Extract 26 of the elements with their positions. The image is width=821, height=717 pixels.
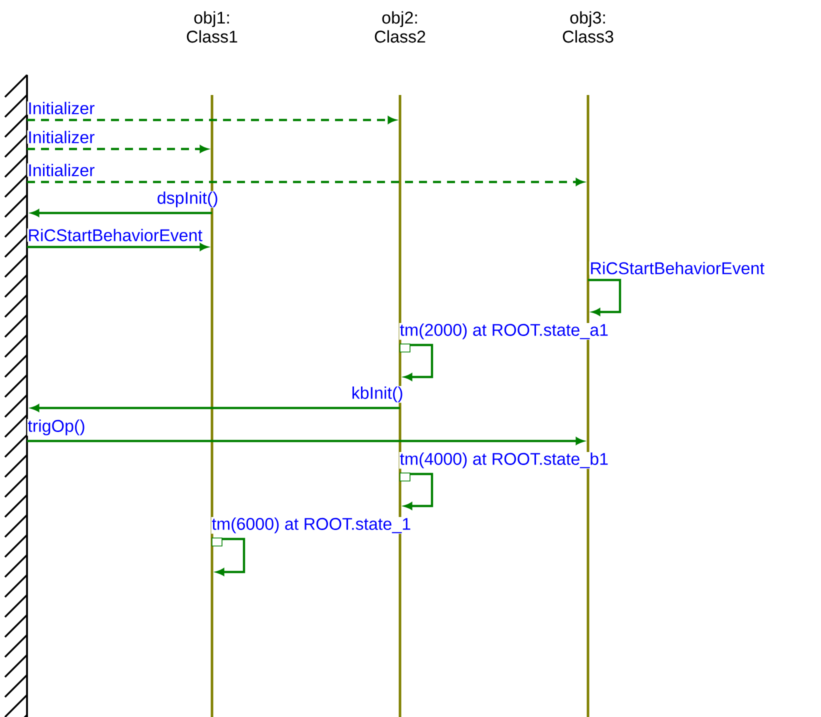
environment-border [4, 74, 28, 717]
message-label: Initializer [29, 164, 94, 176]
message-arrow [588, 278, 622, 316]
message-arrow [31, 209, 212, 217]
message-arrow [27, 243, 208, 251]
object-header: obj2: Class2 [374, 11, 426, 43]
message-arrow [31, 404, 400, 412]
message-label: kbInit() [352, 386, 402, 402]
message-label: tm(6000) at ROOT.state_1 [212, 517, 410, 534]
message-arrow [27, 437, 584, 445]
message-label: trigOp() [28, 419, 84, 436]
message-label: Initializer [29, 102, 94, 114]
object-header: obj1: Class1 [186, 11, 238, 43]
message-arrow [400, 472, 434, 510]
message-arrow [212, 538, 246, 576]
message-label: dspInit() [158, 191, 218, 208]
message-arrow [27, 178, 584, 186]
message-label: tm(4000) at ROOT.state_b1 [400, 452, 608, 468]
message-arrow [27, 116, 396, 124]
message-label: tm(2000) at ROOT.state_a1 [400, 323, 608, 340]
message-label: Initializer [29, 130, 94, 144]
message-label: RiCStartBehaviorEvent [29, 228, 202, 242]
message-label: RiCStartBehaviorEvent [591, 262, 764, 274]
message-arrow [400, 344, 434, 381]
object-header: obj3: Class3 [562, 11, 614, 43]
message-arrow [27, 145, 208, 153]
